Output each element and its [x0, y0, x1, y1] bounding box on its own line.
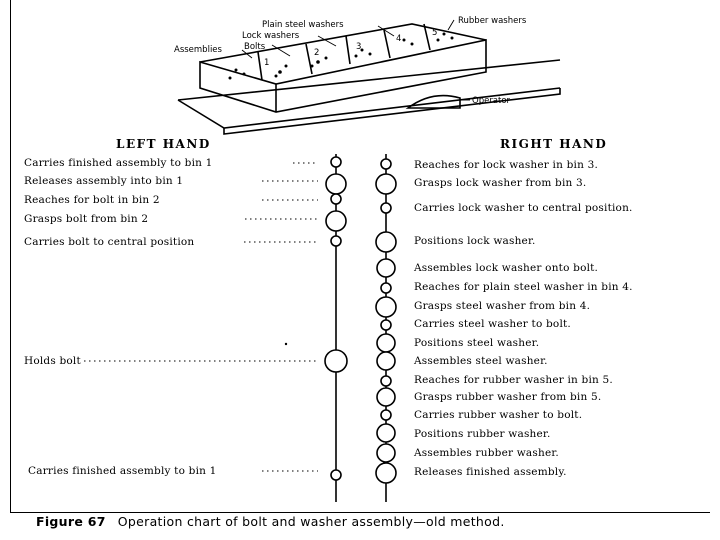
left-item-3: Reaches for bolt in bin 2: [24, 194, 160, 206]
bin-number-1: 1: [264, 58, 270, 68]
right-symbol-15: [376, 443, 396, 463]
right-symbol-6: [380, 282, 392, 294]
right-item-5: Assembles lock washer onto bolt.: [414, 262, 599, 274]
right-symbol-13: [380, 409, 392, 421]
right-item-10: Assembles steel washer.: [414, 355, 548, 367]
right-hand-header: RIGHT HAND: [500, 137, 608, 151]
bin-number-2: 2: [314, 48, 320, 58]
left-symbol-3: [330, 193, 342, 205]
right-symbol-10: [376, 351, 396, 371]
right-symbol-16: [375, 462, 397, 484]
left-symbol-6: [324, 349, 348, 373]
label-bolts: Bolts: [244, 42, 266, 52]
right-symbol-7: [375, 296, 397, 318]
left-symbol-4: [325, 210, 347, 232]
right-item-6: Reaches for plain steel washer in bin 4.: [414, 281, 633, 293]
stray-dot: [284, 342, 288, 346]
bin-dividers: [257, 23, 431, 81]
right-symbol-2: [375, 173, 397, 195]
figure-frame-bottom: [10, 512, 710, 513]
right-symbol-4: [375, 231, 397, 253]
bin-tray-back: [199, 23, 487, 63]
left-item-6: Holds bolt: [24, 355, 81, 367]
right-item-9: Positions steel washer.: [414, 337, 540, 349]
right-item-3: Carries lock washer to central position.: [414, 202, 633, 214]
left-symbol-2: [325, 173, 347, 195]
bench-edge: [223, 88, 561, 135]
right-symbol-11: [380, 375, 392, 387]
figure-caption-text: Operation chart of bolt and washer assem…: [117, 514, 505, 529]
label-assemblies: Assemblies: [174, 45, 222, 55]
label-rubber-washers: Rubber washers: [458, 16, 527, 26]
right-item-7: Grasps steel washer from bin 4.: [414, 300, 591, 312]
left-symbol-5: [330, 235, 342, 247]
right-item-16: Releases finished assembly.: [414, 466, 567, 478]
bin-number-4: 4: [396, 34, 402, 44]
right-item-15: Assembles rubber washer.: [414, 447, 559, 459]
left-item-7: Carries finished assembly to bin 1: [28, 465, 217, 477]
left-item-1: Carries finished assembly to bin 1: [24, 157, 213, 169]
right-item-2: Grasps lock washer from bin 3.: [414, 177, 587, 189]
right-symbol-5: [376, 258, 396, 278]
right-symbol-8: [380, 319, 392, 331]
right-item-12: Grasps rubber washer from bin 5.: [414, 391, 602, 403]
right-item-11: Reaches for rubber washer in bin 5.: [414, 374, 613, 386]
right-symbol-12: [376, 387, 396, 407]
bin-number-3: 3: [356, 42, 362, 52]
left-hand-header: LEFT HAND: [116, 137, 211, 151]
figure-caption: Figure 67 Operation chart of bolt and was…: [36, 514, 505, 529]
left-item-2: Releases assembly into bin 1: [24, 175, 184, 187]
right-item-4: Positions lock washer.: [414, 235, 536, 247]
left-item-4: Grasps bolt from bin 2: [24, 213, 149, 225]
figure-number: Figure 67: [36, 514, 106, 529]
left-symbol-1: [330, 156, 342, 168]
left-symbol-7: [330, 469, 342, 481]
right-symbol-1: [380, 158, 392, 170]
right-symbol-3: [380, 202, 392, 214]
label-operator: Operator: [472, 96, 511, 106]
right-item-8: Carries steel washer to bolt.: [414, 318, 571, 330]
label-plain-steel-washers: Plain steel washers: [262, 20, 344, 30]
bin-number-5: 5: [432, 28, 438, 38]
right-item-1: Reaches for lock washer in bin 3.: [414, 159, 599, 171]
figure-frame: [10, 0, 720, 512]
right-symbol-14: [376, 423, 396, 443]
right-symbol-9: [376, 333, 396, 353]
label-lock-washers: Lock washers: [242, 31, 300, 41]
left-item-5: Carries bolt to central position: [24, 236, 195, 248]
right-item-14: Positions rubber washer.: [414, 428, 551, 440]
right-item-13: Carries rubber washer to bolt.: [414, 409, 583, 421]
operator-shape: [405, 94, 461, 109]
